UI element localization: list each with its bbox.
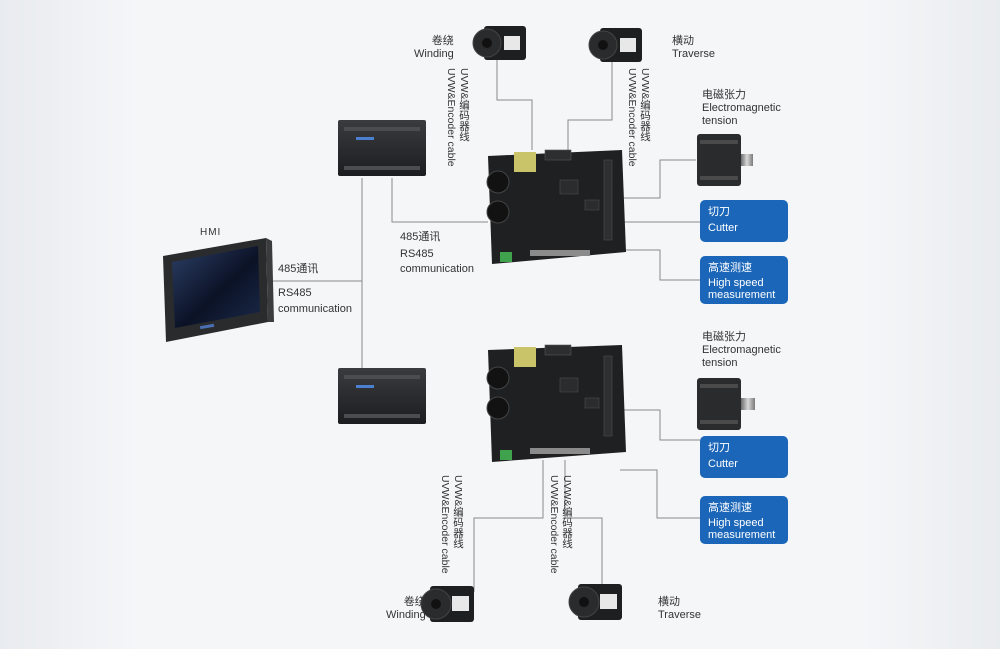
driver-board-top (486, 149, 626, 264)
wire-winding-top (496, 58, 533, 150)
tension-motor-top (697, 134, 753, 186)
top-cutter-box: 切刀 Cutter (700, 200, 788, 242)
tension-motor-bottom (697, 378, 755, 430)
bottom-tension-en1: Electromagnetic (702, 344, 781, 356)
top-cable-right-en-label: UVW&Encoder cable (626, 68, 638, 167)
servo-motor-traverse-bottom (568, 584, 622, 620)
top-speed-box: 高速测速 High speed measurement (700, 256, 788, 304)
top-tension-cn: 电磁张力 (702, 89, 746, 101)
top-winding-label: 卷绕 Winding (414, 35, 454, 61)
plc-link-label: 485通讯 RS485 communication (400, 231, 474, 276)
bottom-cutter-cn: 切刀 (708, 442, 730, 454)
bottom-speed-cn: 高速测速 (708, 502, 752, 514)
top-cable-left-en-label: UVW&Encoder cable (445, 68, 457, 167)
plc-link-en2: communication (400, 263, 474, 275)
top-traverse-cn: 横动 (672, 35, 694, 47)
bottom-tension-en2: tension (702, 357, 738, 369)
bottom-winding-en: Winding (386, 609, 426, 621)
plc-link-en1: RS485 (400, 248, 434, 260)
bottom-cable-left-en: UVW&Encoder cable (439, 475, 451, 574)
top-traverse-en: Traverse (672, 48, 715, 60)
wire-winding-bottom (473, 460, 544, 592)
bottom-cable-right-en: UVW&Encoder cable (548, 475, 560, 574)
top-cable-right-en: UVW&Encoder cable (626, 68, 638, 167)
wire-plc-board-top (391, 178, 488, 223)
top-speed-en1: High speed (708, 277, 764, 289)
bottom-tension-label: 电磁张力 Electromagnetic tension (702, 331, 781, 370)
bottom-cutter-en: Cutter (708, 458, 738, 470)
servo-motor-traverse-top (588, 28, 642, 62)
bottom-winding-cn: 卷绕 (403, 596, 426, 608)
top-traverse-label: 横动 Traverse (672, 35, 715, 61)
bottom-winding-label: 卷绕 Winding (386, 596, 426, 622)
top-tension-en1: Electromagnetic (702, 102, 781, 114)
hmi-link-en1: RS485 (278, 287, 312, 299)
wire-traverse-top (567, 60, 613, 150)
plc-top (338, 120, 426, 176)
plc-bottom (338, 368, 426, 424)
top-tension-en2: tension (702, 115, 738, 127)
bottom-cable-right-label: UVW&编码器线 (561, 475, 573, 549)
top-cable-left-en: UVW&Encoder cable (445, 68, 457, 167)
top-cable-right-label: UVW&编码器线 (639, 68, 651, 142)
top-cable-right-cn: UVW&编码器线 (639, 68, 651, 142)
wire-speed-bottom (620, 469, 700, 519)
hmi-link-label: 485通讯 (278, 263, 318, 276)
top-winding-en: Winding (414, 48, 454, 60)
hmi-device (163, 238, 274, 342)
bottom-cable-left-label: UVW&编码器线 (452, 475, 464, 549)
driver-board-bottom (486, 344, 626, 462)
top-speed-cn: 高速测速 (708, 262, 752, 274)
bottom-cable-right-cn: UVW&编码器线 (561, 475, 573, 549)
bottom-tension-cn: 电磁张力 (702, 331, 746, 343)
top-cutter-en: Cutter (708, 222, 738, 234)
top-winding-cn: 卷绕 (431, 35, 454, 47)
top-cable-left-cn: UVW&编码器线 (458, 68, 470, 142)
bottom-traverse-en: Traverse (658, 609, 701, 621)
wire-cutter-bottom (620, 409, 700, 441)
servo-motor-winding-top (472, 26, 526, 60)
bottom-cutter-box: 切刀 Cutter (700, 436, 788, 478)
servo-motor-winding-bottom (420, 586, 474, 622)
wire-speed-top (620, 249, 700, 281)
bottom-traverse-cn: 横动 (658, 596, 680, 608)
bottom-speed-en1: High speed (708, 517, 764, 529)
hmi-link-cn: 485通讯 (278, 263, 319, 275)
bottom-cable-left-en-label: UVW&Encoder cable (439, 475, 451, 574)
bottom-speed-box: 高速测速 High speed measurement (700, 496, 788, 544)
top-speed-en2: measurement (708, 289, 776, 301)
hmi-link-en: RS485 communication (278, 287, 352, 316)
top-tension-label: 电磁张力 Electromagnetic tension (702, 89, 781, 128)
wires (268, 58, 700, 592)
bottom-cable-left-cn: UVW&编码器线 (452, 475, 464, 549)
hmi-link-en2: communication (278, 303, 352, 315)
top-cutter-cn: 切刀 (708, 206, 730, 218)
bottom-cable-right-en-label: UVW&Encoder cable (548, 475, 560, 574)
wire-traverse-bottom (564, 460, 603, 585)
hmi-title: HMI (200, 227, 222, 238)
plc-link-cn: 485通讯 (400, 231, 441, 243)
wire-tension-top (620, 159, 696, 199)
bottom-speed-en2: measurement (708, 529, 776, 541)
bottom-traverse-label: 横动 Traverse (658, 596, 701, 622)
top-cable-left-label: UVW&编码器线 (458, 68, 470, 142)
